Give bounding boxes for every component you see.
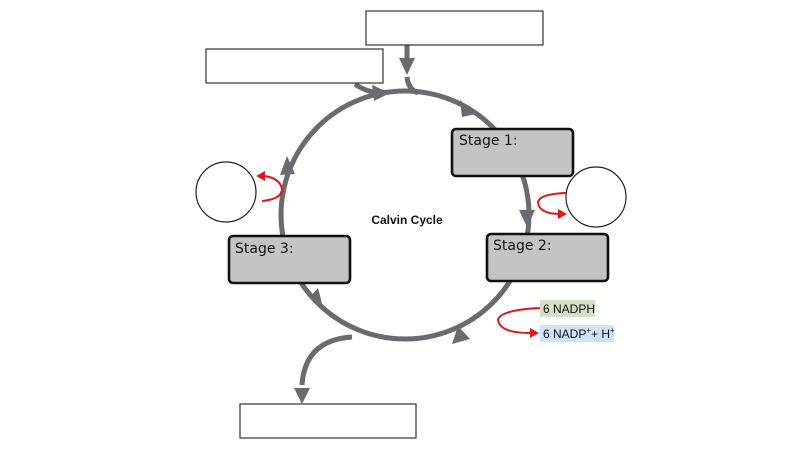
nadph-label-group: 6 NADPH: [540, 300, 595, 317]
stage-1-label: Stage 1:: [459, 133, 518, 149]
red-arrow-nadph: [496, 307, 541, 334]
red-arrowhead-nadph: [530, 328, 539, 338]
red-arrow-stage3: [261, 175, 284, 202]
output-connector: [299, 334, 353, 386]
stage-2-label: Stage 2:: [493, 238, 552, 254]
cycle-arrowhead-left: [280, 156, 295, 175]
cycle-arrowhead-right: [519, 210, 535, 227]
cycle-arrowhead-bottom-left: [310, 288, 322, 303]
input-top-arrowhead: [399, 58, 415, 75]
blank-circle-stage3[interactable]: [195, 161, 257, 223]
nadp-label: 6 NADP++ H+: [543, 326, 615, 341]
stage-3-box[interactable]: Stage 3:: [227, 234, 352, 285]
stage-3-label: Stage 3:: [235, 241, 294, 257]
blank-box-input-top[interactable]: [365, 10, 544, 46]
red-arrow-stage1: [536, 192, 567, 215]
stage-2-box[interactable]: Stage 2:: [485, 232, 610, 283]
stage-1-box[interactable]: Stage 1:: [450, 127, 575, 178]
red-arrowhead-stage3: [256, 171, 265, 181]
input-top-join: [404, 76, 420, 96]
blank-circle-stage1[interactable]: [565, 166, 627, 228]
blank-box-output-bottom[interactable]: [239, 403, 417, 439]
output-arrowhead: [294, 388, 310, 404]
diagram-title: Calvin Cycle: [371, 213, 443, 227]
cycle-arrowhead-top-right: [460, 100, 476, 117]
nadph-highlight: [540, 300, 595, 317]
red-arrowhead-stage1: [558, 209, 567, 219]
cycle-arrowhead-top-left: [372, 85, 390, 101]
nadp-highlight: [540, 325, 614, 342]
input-left-connector: [353, 81, 381, 96]
nadp-label-group: 6 NADP++ H+: [540, 325, 615, 342]
cycle-arrowhead-bottom: [452, 326, 470, 344]
blank-box-input-left[interactable]: [205, 48, 384, 84]
nadph-label: 6 NADPH: [543, 302, 595, 316]
